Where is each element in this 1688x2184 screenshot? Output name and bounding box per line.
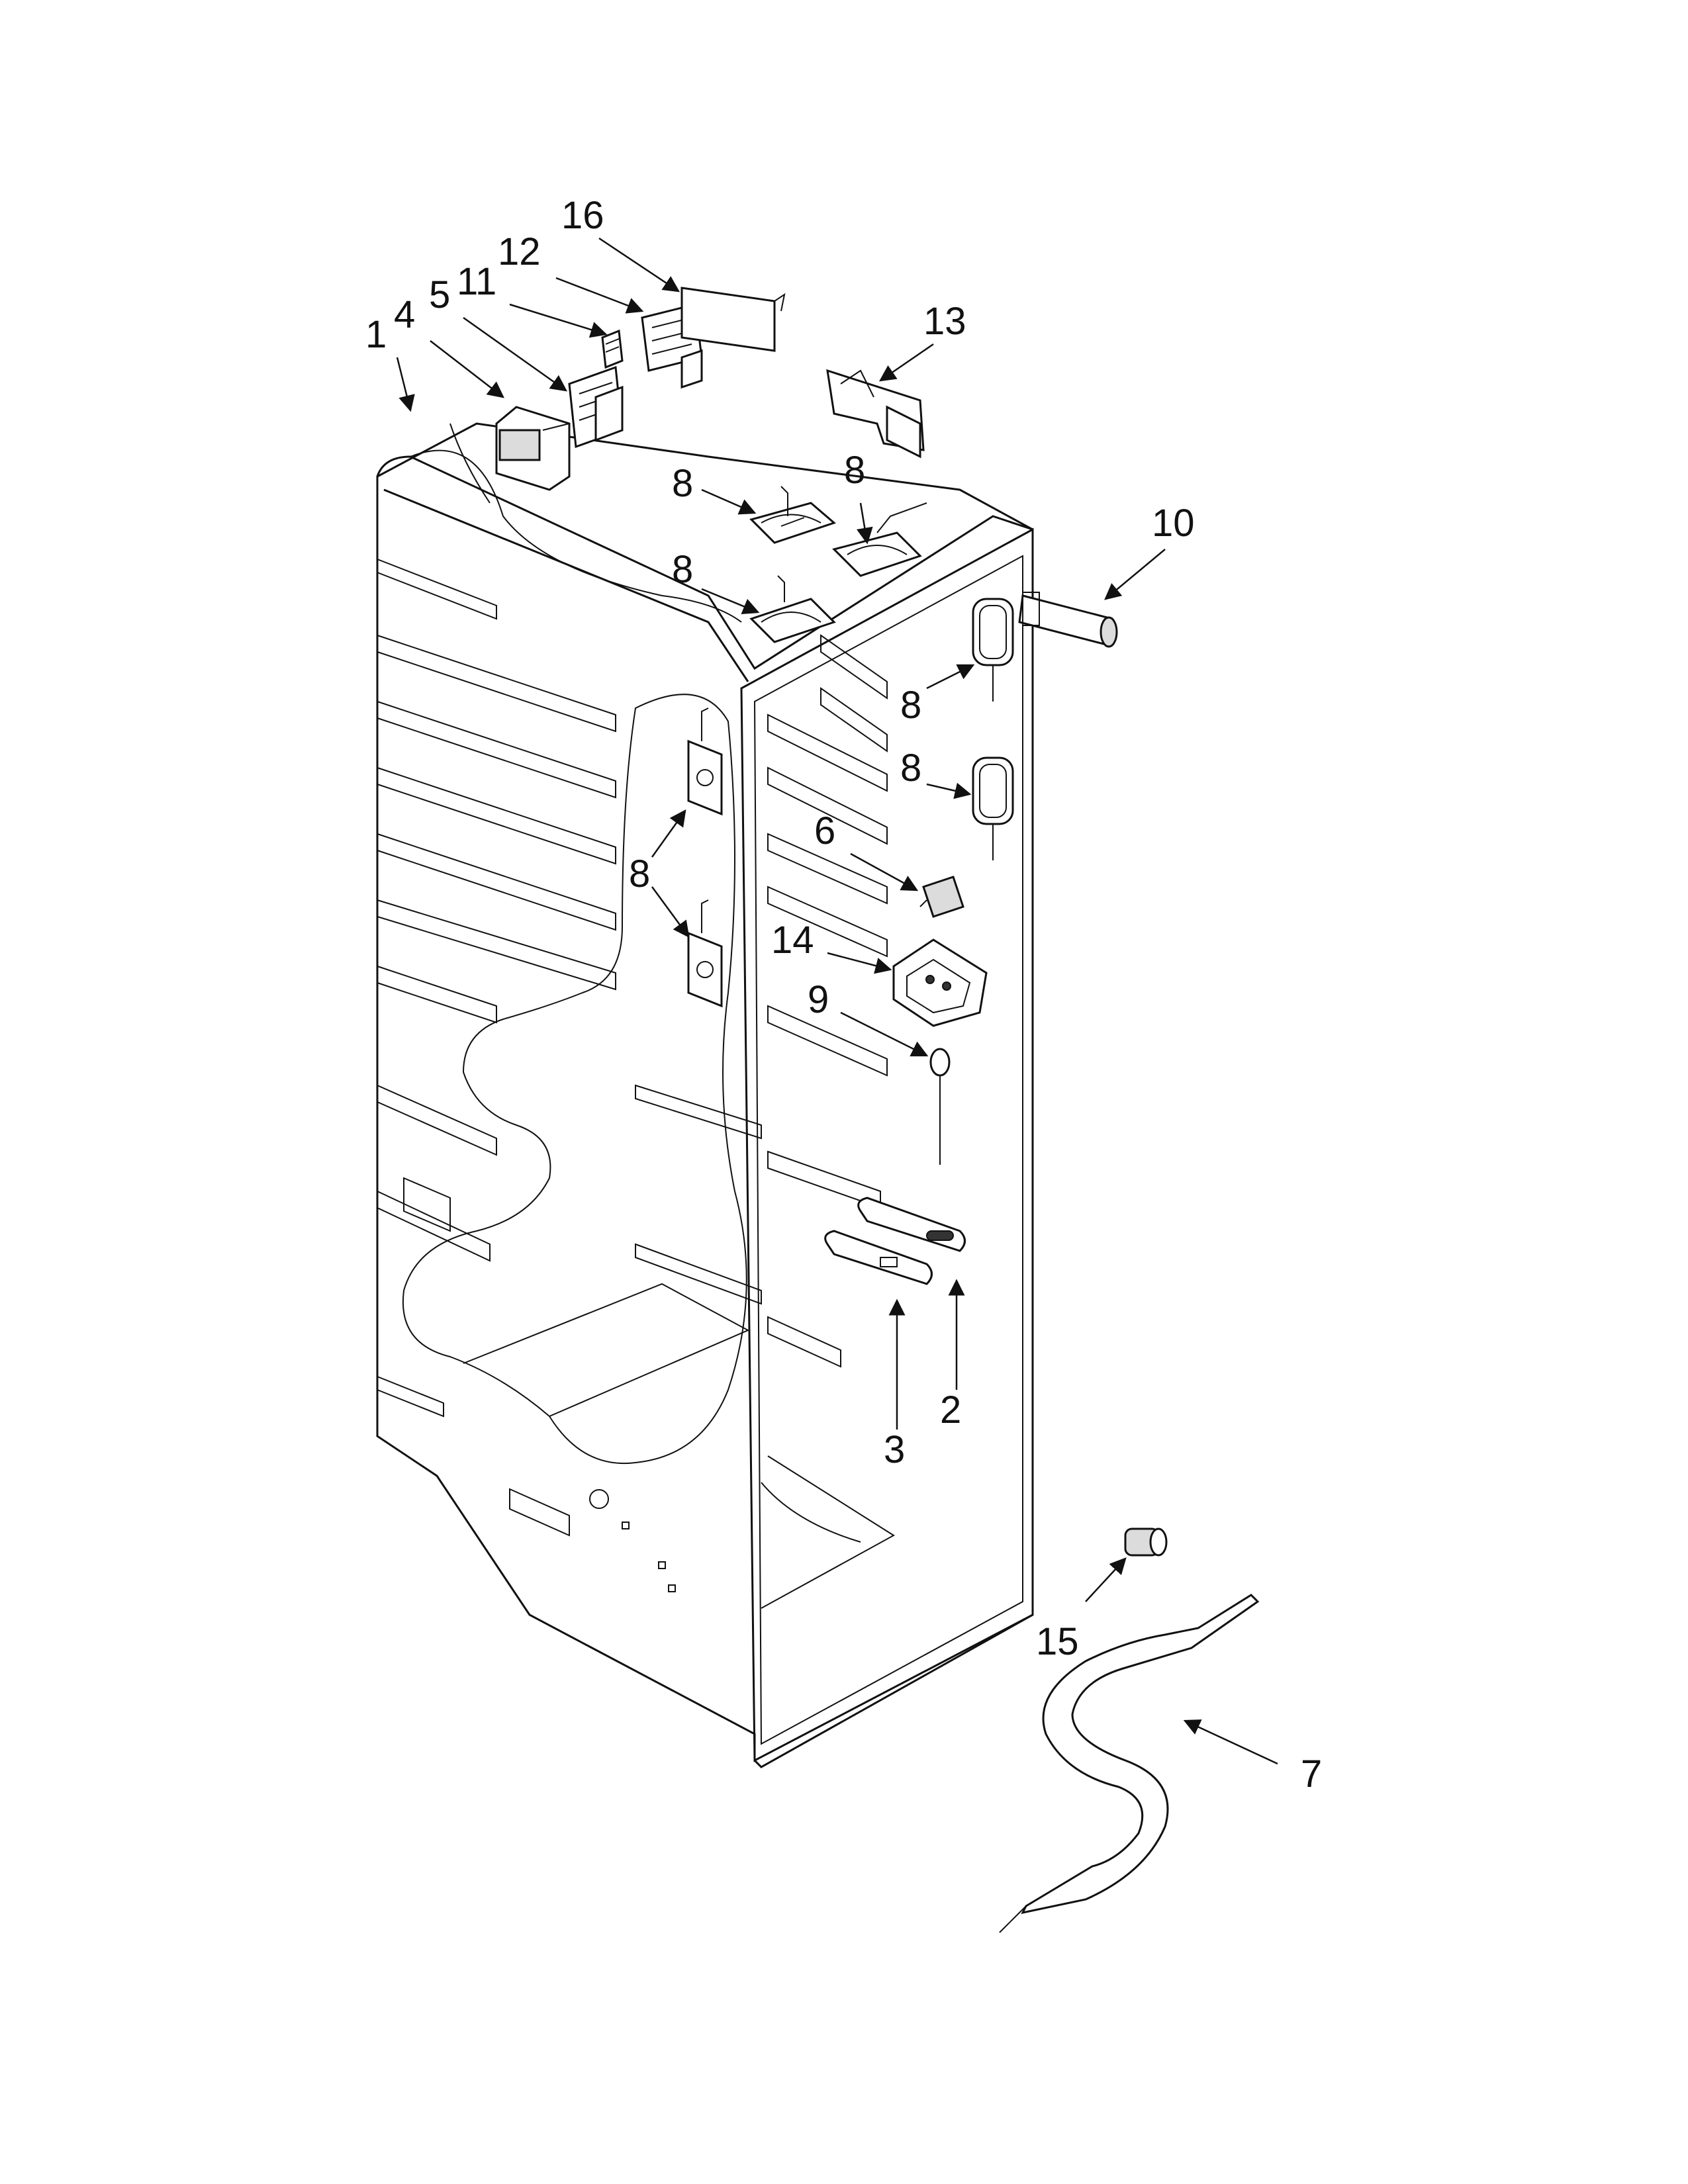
- light-socket-inner-2: [687, 899, 723, 1008]
- light-lens-part-2: [857, 1197, 966, 1252]
- callout-8-side-2: 8: [900, 747, 921, 790]
- leader-lines: [396, 237, 1278, 1765]
- light-housing-part-14: [892, 938, 988, 1027]
- clip-part-6: [919, 876, 964, 918]
- light-socket-side-1: [972, 598, 1014, 702]
- water-tube-part-7: [999, 1594, 1260, 1933]
- callout-16: 16: [561, 194, 604, 237]
- light-socket-top-3: [749, 575, 836, 643]
- grommet-part-15: [1124, 1527, 1168, 1557]
- light-lens-part-3: [824, 1230, 933, 1285]
- shelf-rails-right: [635, 634, 888, 1368]
- bracket-part-13: [826, 369, 925, 459]
- refrigerator-liner: [376, 422, 1034, 1768]
- light-socket-inner-1: [687, 707, 723, 816]
- callout-8-top-1: 8: [672, 462, 693, 505]
- callout-8-inner: 8: [629, 852, 650, 895]
- light-socket-side-2: [972, 756, 1014, 860]
- callout-7: 7: [1301, 1752, 1322, 1796]
- housing-part-4: [495, 406, 571, 491]
- vent-part-5: [568, 365, 624, 449]
- callout-6: 6: [814, 809, 835, 852]
- callout-4: 4: [394, 293, 415, 336]
- callout-labels: 1 4 5 11 12 16 13 8 8 8 10 8 8 8 6 14 9 …: [365, 194, 1322, 1796]
- lamp-part-9: [929, 1048, 951, 1165]
- panel-part-16: [680, 287, 786, 352]
- callout-13: 13: [923, 300, 966, 343]
- callout-1: 1: [365, 313, 387, 356]
- callout-5: 5: [429, 273, 450, 316]
- callout-15: 15: [1036, 1620, 1079, 1663]
- shelf-rails-left: [377, 558, 616, 1418]
- callout-2: 2: [940, 1388, 961, 1432]
- callout-8-top-3: 8: [672, 548, 693, 591]
- callout-3: 3: [884, 1428, 905, 1471]
- callout-8-top-2: 8: [844, 449, 865, 492]
- callout-11: 11: [457, 260, 496, 303]
- callout-9: 9: [808, 978, 829, 1021]
- callout-8-side-1: 8: [900, 684, 921, 727]
- filter-cartridge-part-10: [1018, 592, 1118, 648]
- light-socket-top-2: [832, 502, 927, 577]
- callout-14: 14: [771, 919, 814, 962]
- light-socket-top-1: [749, 486, 836, 544]
- callout-10: 10: [1152, 502, 1195, 545]
- callout-12: 12: [498, 230, 541, 273]
- vent-part-11: [601, 329, 624, 369]
